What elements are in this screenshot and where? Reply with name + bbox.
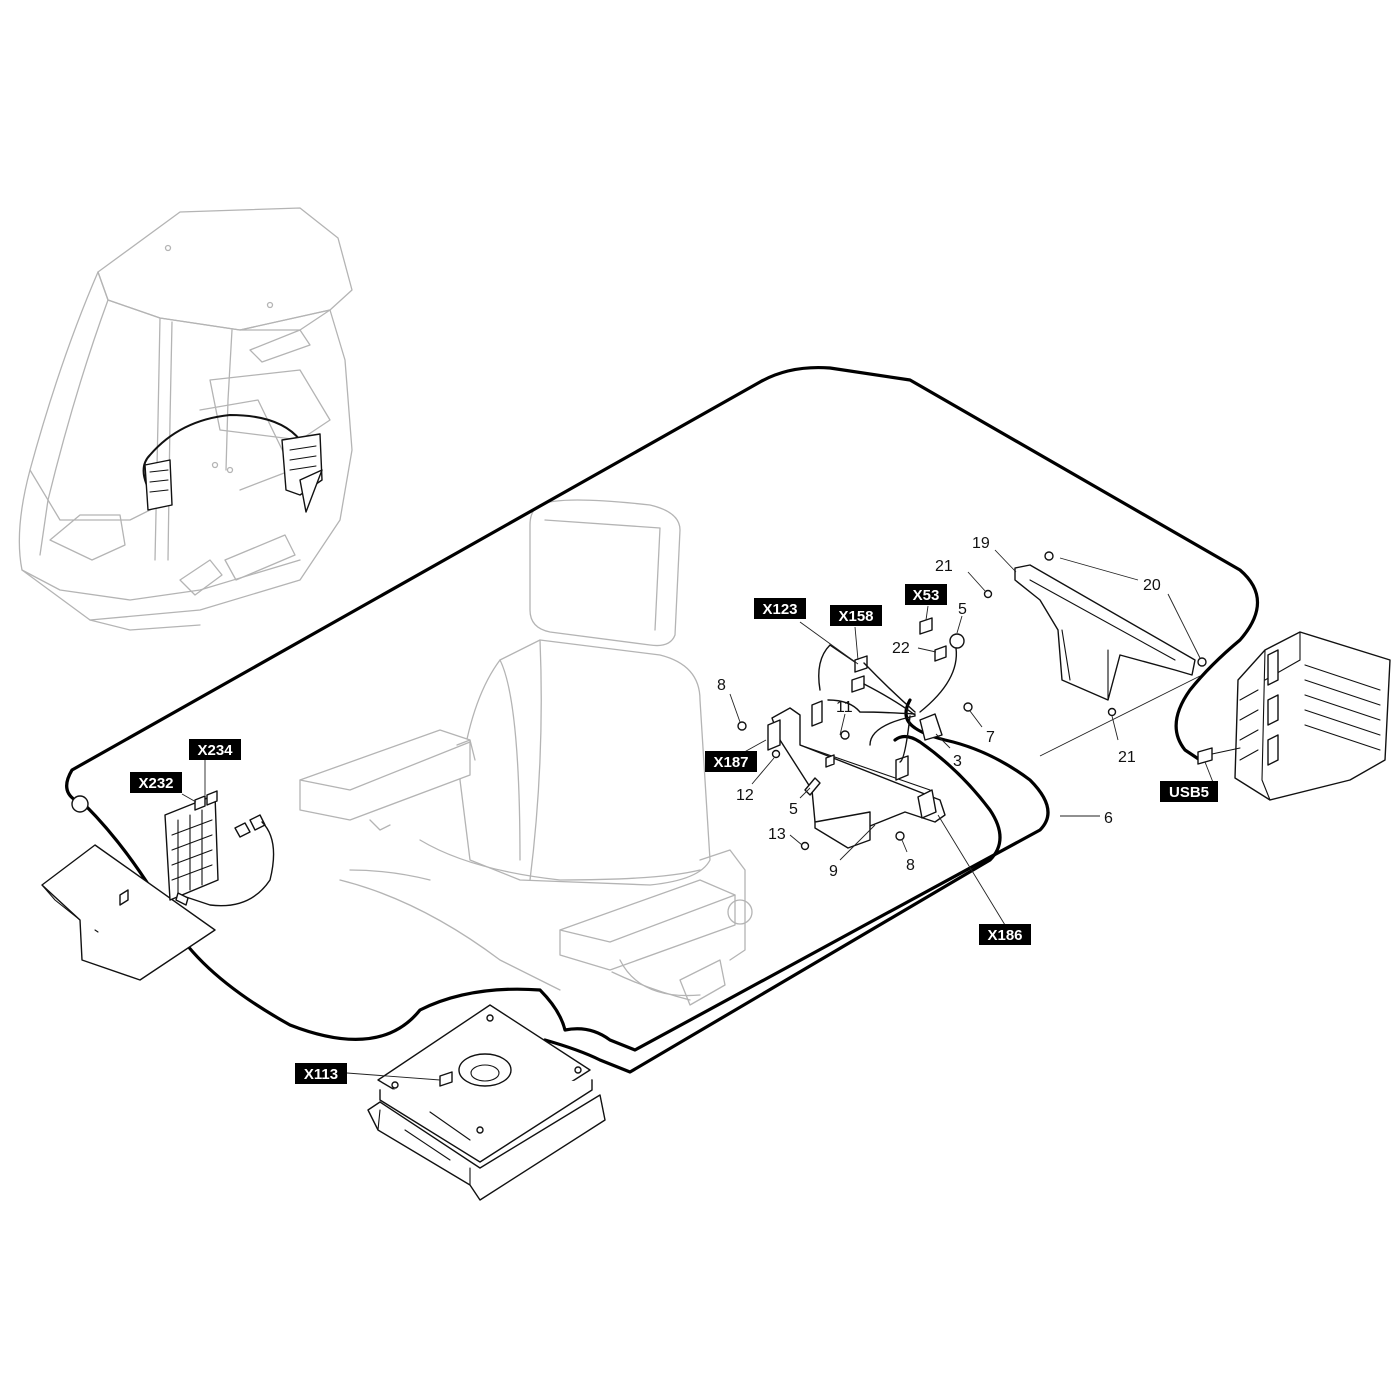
connector-tag-x123: X123 — [754, 598, 806, 619]
callout-12: 12 — [736, 787, 754, 804]
callout-5: 5 — [958, 601, 967, 618]
svg-text:X53: X53 — [913, 587, 940, 604]
cab-overview-illustration — [18, 207, 353, 631]
seat-swivel-base-assembly — [367, 1004, 606, 1201]
operator-seat-illustration — [299, 499, 753, 1006]
callout-9: 9 — [829, 863, 838, 880]
svg-text:USB5: USB5 — [1169, 784, 1209, 801]
connector-tag-x186: X186 — [979, 924, 1031, 945]
monitor-bracket-assembly — [983, 551, 1207, 717]
svg-text:X158: X158 — [838, 608, 873, 625]
connector-tag-x53: X53 — [905, 584, 947, 605]
callout-leaders — [181, 549, 1217, 1081]
svg-text:X187: X187 — [713, 754, 748, 771]
callout-22: 22 — [892, 640, 910, 657]
callout-21: 21 — [935, 558, 953, 575]
connector-tag-x234: X234 — [189, 739, 241, 760]
callout-20: 20 — [1143, 577, 1161, 594]
connector-tag-usb5: USB5 — [1160, 781, 1218, 802]
callout-3: 3 — [953, 753, 962, 770]
svg-text:X186: X186 — [987, 927, 1022, 944]
connector-tags: X123 X158 X53 X234 X232 X187 USB5 X186 — [130, 584, 1218, 1084]
connector-tag-x113: X113 — [295, 1063, 347, 1084]
connector-tag-x232: X232 — [130, 772, 182, 793]
main-harness-cable — [65, 365, 1260, 1074]
left-relay-panel-assembly — [41, 790, 275, 981]
callout-11: 11 — [836, 699, 853, 716]
callout-7: 7 — [986, 729, 995, 746]
callout-21: 21 — [1118, 749, 1136, 766]
seat-bracket-assembly — [737, 617, 973, 851]
callout-19: 19 — [972, 535, 990, 552]
callout-8: 8 — [717, 677, 726, 694]
connector-tag-x187: X187 — [705, 751, 757, 772]
connector-tag-x158: X158 — [830, 605, 882, 626]
callout-13: 13 — [768, 826, 786, 843]
svg-text:X113: X113 — [304, 1066, 338, 1083]
callout-6: 6 — [1104, 810, 1113, 827]
svg-text:X234: X234 — [197, 742, 233, 759]
svg-text:X232: X232 — [138, 775, 173, 792]
callout-5: 5 — [789, 801, 798, 818]
svg-text:X123: X123 — [762, 601, 797, 618]
callout-8: 8 — [906, 857, 915, 874]
numeric-callouts: 21 19 20 5 22 8 11 7 3 21 12 5 6 13 9 8 — [717, 535, 1161, 880]
control-unit-module — [1197, 631, 1391, 801]
